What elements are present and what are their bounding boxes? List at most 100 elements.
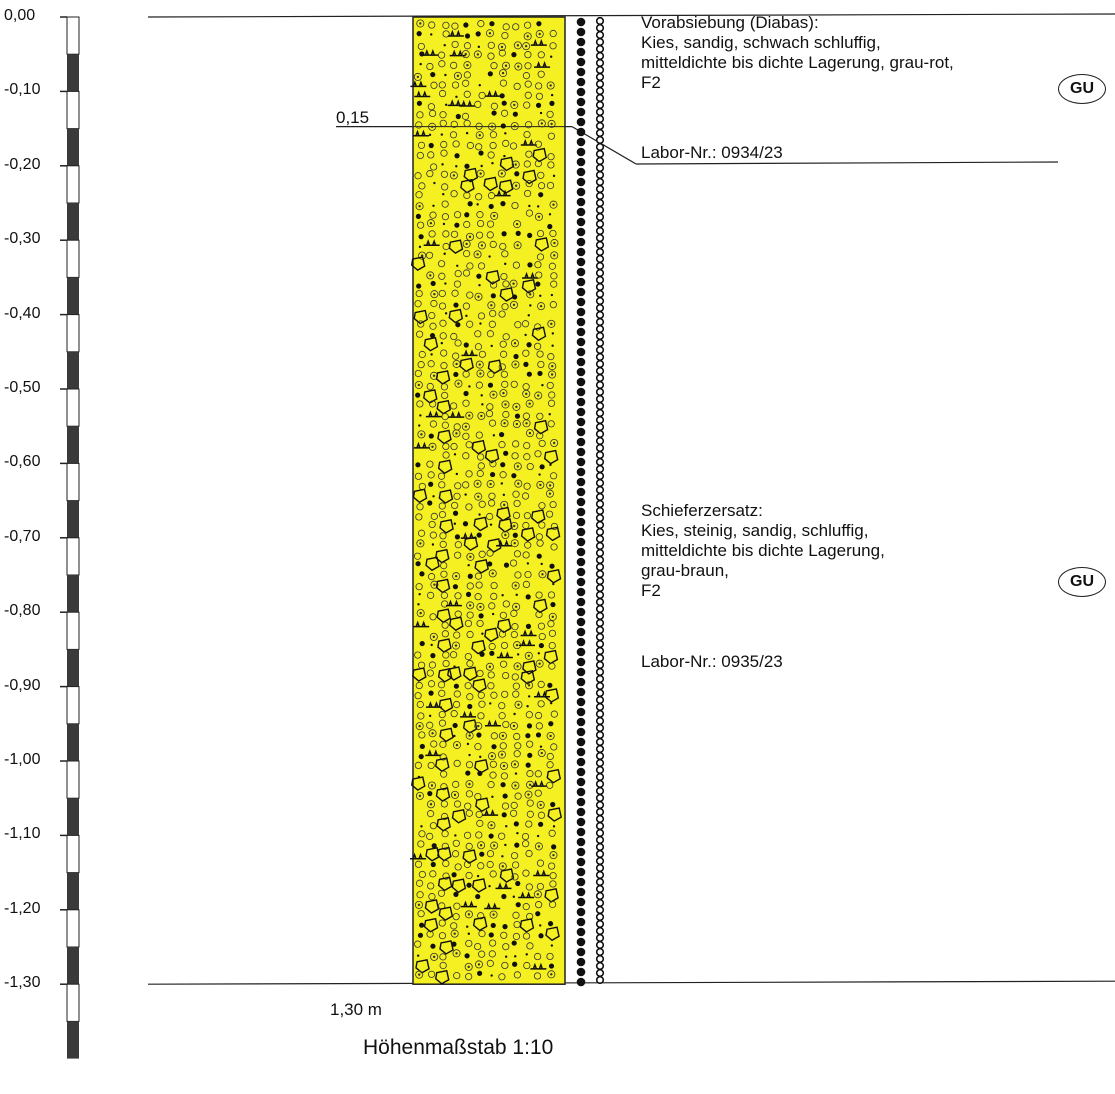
gravel-symbol (417, 42, 425, 51)
bead-ring (595, 408, 605, 418)
bead-ring (595, 450, 605, 460)
gravel-symbol (523, 130, 531, 139)
bead-solid (576, 117, 586, 127)
gravel-symbol (415, 289, 423, 298)
bead-ring (595, 401, 605, 411)
gravel-core-symbol (467, 913, 471, 916)
fine-sand-symbol (536, 834, 540, 838)
silt-symbol (448, 410, 465, 418)
gravel-core-symbol (433, 292, 436, 296)
gravel-core-symbol (528, 431, 532, 435)
bead-ring (595, 177, 605, 187)
sand-symbol (428, 142, 434, 149)
gravel-symbol (437, 260, 446, 268)
gravel-core-symbol (549, 84, 552, 87)
sand-symbol (451, 941, 457, 947)
bead-ring (595, 471, 605, 481)
bead-ring (595, 793, 605, 803)
gravel-core-symbol (503, 422, 506, 425)
bead-solid (576, 307, 586, 317)
gravel-ring-symbol (524, 790, 533, 799)
fine-sand-symbol (552, 825, 556, 828)
fine-sand-symbol (549, 463, 552, 467)
bead-solid (576, 207, 586, 217)
sand-symbol (488, 203, 494, 210)
gravel-symbol (442, 451, 450, 459)
fine-sand-symbol (548, 213, 552, 216)
gravel-core-symbol (500, 753, 504, 756)
gravel-ring-symbol (547, 119, 556, 128)
bead-ring (595, 667, 605, 677)
gravel-ring-symbol (525, 399, 534, 408)
gravel-core-symbol (431, 445, 434, 448)
bead-solid (576, 977, 586, 987)
fine-sand-symbol (527, 695, 531, 698)
gravel-symbol (418, 870, 426, 879)
fine-sand-symbol (491, 795, 494, 798)
sand-symbol (475, 31, 481, 37)
gravel-core-symbol (429, 803, 433, 806)
gravel-symbol (417, 529, 426, 537)
gravel-ring-symbol (526, 780, 535, 789)
gravel-ring-symbol (525, 429, 534, 438)
bead-ring (595, 303, 605, 313)
gravel-symbol (427, 471, 435, 479)
fine-sand-symbol (419, 414, 422, 417)
gravel-ring-symbol (416, 539, 425, 548)
gravel-core-symbol (553, 241, 556, 245)
gravel-symbol (488, 492, 496, 500)
stone-symbol (498, 179, 514, 195)
gravel-symbol (449, 651, 458, 659)
gravel-symbol (441, 391, 449, 400)
top-surface-line (147, 13, 1115, 18)
gravel-symbol (533, 342, 542, 350)
gravel-symbol (426, 382, 434, 391)
gravel-symbol (548, 829, 556, 837)
gravel-symbol (450, 922, 458, 930)
gravel-ring-symbol (415, 791, 424, 800)
fine-sand-symbol (504, 843, 507, 847)
gravel-ring-symbol (449, 171, 458, 180)
ruler-segment-dark (67, 277, 79, 315)
gravel-symbol (512, 911, 520, 919)
gravel-symbol (414, 300, 422, 308)
gravel-symbol (501, 380, 509, 388)
fine-sand-symbol (465, 131, 469, 135)
gravel-symbol (441, 421, 449, 429)
gravel-symbol (535, 92, 544, 100)
bead-ring (595, 464, 605, 474)
gravel-symbol (521, 492, 530, 500)
gravel-symbol (512, 861, 520, 869)
gravel-ring-symbol (524, 651, 533, 660)
stone-symbol (546, 768, 562, 784)
sand-symbol (415, 213, 422, 219)
gravel-symbol (522, 903, 530, 911)
gravel-symbol (499, 242, 507, 251)
gravel-symbol (509, 142, 518, 150)
bead-ring (595, 604, 605, 614)
bead-solid (576, 817, 586, 827)
gravel-symbol (475, 193, 483, 201)
sand-symbol (479, 851, 485, 857)
stone-symbol (435, 787, 451, 802)
bead-ring (595, 835, 605, 845)
sand-symbol (514, 413, 521, 419)
sand-symbol (500, 123, 506, 129)
bead-ring (595, 863, 605, 873)
bead-ring (595, 226, 605, 236)
fine-sand-symbol (537, 652, 541, 655)
stone-symbol (472, 678, 487, 693)
gravel-core-symbol (513, 541, 516, 545)
sand-symbol (499, 93, 505, 99)
gravel-ring-symbol (514, 700, 523, 709)
gravel-symbol (466, 320, 474, 328)
gravel-core-symbol (515, 222, 519, 226)
gravel-symbol (524, 62, 532, 70)
bead-ring (595, 310, 605, 320)
gravel-ring-symbol (417, 430, 426, 439)
gravel-symbol (548, 629, 557, 637)
bead-ring (595, 828, 605, 838)
gravel-symbol (514, 321, 522, 329)
sand-symbol (548, 963, 555, 969)
sand-symbol (467, 573, 473, 579)
